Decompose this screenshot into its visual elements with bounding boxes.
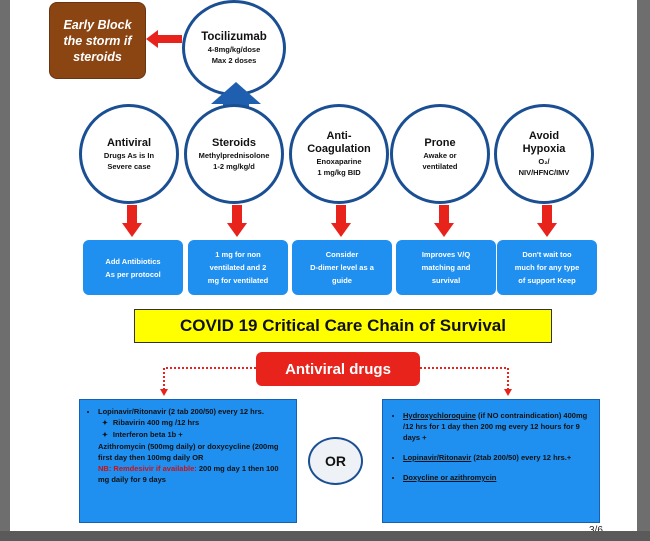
- red-left-arrow-icon: [146, 30, 182, 48]
- tocilizumab-max: Max 2 doses: [211, 55, 257, 65]
- dotted-arrow-left-icon: [160, 367, 256, 396]
- azithromycin-text: Azithromycin (500mg daily) or doxycyclin…: [98, 442, 279, 462]
- box2-line3: mg for ventilated: [207, 276, 269, 285]
- document-page: Early Block the storm if steroids Tocili…: [10, 0, 637, 541]
- remdesivir-dose: 200 mg day 1 then 100 mg daily for 9 day…: [98, 464, 279, 484]
- antiviral-circle: Antiviral Drugs As is In Severe case: [79, 104, 179, 204]
- box2-line1: 1 mg for non: [215, 250, 261, 259]
- avoid-hypoxia-line1: O₂/: [538, 157, 550, 166]
- early-block-line1: Early Block: [63, 17, 132, 32]
- box4-line3: survival: [431, 276, 461, 285]
- ribavirin-text: Ribavirin 400 mg /12 hrs: [112, 418, 200, 427]
- prone-line1: Awake or: [423, 150, 457, 160]
- antiviral-regimen-left-box: Lopinavir/Ritonavir (2 tab 200/50) every…: [79, 399, 297, 523]
- hydroxychloroquine-name: Hydroxychloroquine: [403, 411, 476, 420]
- ribavirin-item: Ribavirin 400 mg /12 hrs: [112, 417, 290, 429]
- lopinavir-right-name: Lopinavir/Ritonavir: [403, 453, 472, 462]
- chain-of-survival-banner: COVID 19 Critical Care Chain of Survival: [134, 309, 552, 343]
- box5-line1: Don't wait too: [522, 250, 572, 259]
- box1-line1: Add Antibiotics: [105, 256, 161, 266]
- steroids-line1: Methylprednisolone: [198, 150, 270, 160]
- hydroxychloroquine-item: Hydroxychloroquine (if NO contraindicati…: [403, 410, 591, 443]
- down-arrow-icon: [227, 205, 247, 237]
- page-number: 3/6: [589, 525, 603, 536]
- support-box: Don't wait too much for any type of suppor…: [497, 240, 597, 295]
- antiviral-line1: Drugs As is In: [103, 150, 155, 160]
- lopinavir-right-dose: (2tab 200/50) every 12 hrs.+: [471, 453, 572, 462]
- interferon-text: Interferon beta 1b +: [112, 430, 183, 439]
- early-block-box: Early Block the storm if steroids: [49, 2, 146, 79]
- anticoagulation-title: Anti-: [326, 130, 352, 142]
- avoid-hypoxia-title2: Hypoxia: [522, 143, 566, 155]
- steroids-title: Steroids: [211, 136, 256, 149]
- prone-circle: Prone Awake or ventilated: [390, 104, 490, 204]
- box4-line2: matching and: [421, 263, 471, 272]
- remdesivir-note: NB: Remdesivir if available:: [98, 464, 197, 473]
- anticoagulation-circle: Anti- Coagulation Enoxaparine 1 mg/kg BI…: [289, 104, 389, 204]
- steroid-dose-box: 1 mg for non ventilated and 2 mg for venti…: [188, 240, 288, 295]
- avoid-hypoxia-line2: NIV/HFNC/IMV: [518, 168, 570, 177]
- avoid-hypoxia-circle: Avoid Hypoxia O₂/ NIV/HFNC/IMV: [494, 104, 594, 204]
- box5-line2: much for any type: [514, 263, 580, 272]
- tocilizumab-circle: Tocilizumab 4-8mg/kg/dose Max 2 doses: [182, 0, 286, 96]
- down-arrow-icon: [434, 205, 454, 237]
- interferon-item: Interferon beta 1b +: [112, 429, 290, 441]
- anticoagulation-line1: Enoxaparine: [316, 157, 362, 166]
- antiviral-line2: Severe case: [107, 161, 151, 171]
- antiviral-drugs-label: Antiviral drugs: [256, 352, 420, 386]
- dotted-arrow-right-icon: [420, 367, 512, 396]
- antiviral-title: Antiviral: [106, 136, 151, 149]
- prone-line2: ventilated: [422, 161, 458, 171]
- early-block-line2: the storm if: [63, 33, 132, 48]
- vq-matching-box: Improves V/Q matching and survival: [396, 240, 496, 295]
- down-arrow-icon: [537, 205, 557, 237]
- early-block-line3: steroids: [73, 49, 122, 64]
- anticoagulation-title2: Coagulation: [307, 143, 371, 155]
- down-arrow-icon: [331, 205, 351, 237]
- down-arrow-icon: [122, 205, 142, 237]
- box3-line3: guide: [331, 276, 352, 285]
- doxycycline-name: Doxycline or azithromycin: [403, 473, 497, 482]
- box3-line1: Consider: [325, 250, 359, 259]
- box4-line1: Improves V/Q: [421, 250, 471, 259]
- hydroxychloroquine-dose: (if NO contraindication) 400mg /12 hrs f…: [403, 411, 588, 442]
- doxycycline-item: Doxycline or azithromycin: [403, 472, 591, 483]
- avoid-hypoxia-title: Avoid: [528, 130, 560, 142]
- tocilizumab-dose: 4-8mg/kg/dose: [207, 44, 261, 54]
- box5-line3: of support Keep: [518, 276, 576, 285]
- antiviral-regimen-right-box: Hydroxychloroquine (if NO contraindicati…: [382, 399, 600, 523]
- lopinavir-right-item: Lopinavir/Ritonavir (2tab 200/50) every …: [403, 452, 591, 463]
- steroids-circle: Steroids Methylprednisolone 1-2 mg/kg/d: [184, 104, 284, 204]
- steroids-line2: 1-2 mg/kg/d: [213, 161, 255, 171]
- lopinavir-item: Lopinavir/Ritonavir (2 tab 200/50) every…: [98, 406, 290, 485]
- anticoagulation-line2: 1 mg/kg BID: [317, 168, 361, 177]
- prone-title: Prone: [424, 136, 456, 149]
- antibiotics-box: Add Antibiotics As per protocol: [83, 240, 183, 295]
- steroids-connector-arrow-icon: [211, 82, 261, 110]
- tocilizumab-title: Tocilizumab: [201, 30, 267, 43]
- viewer-bottom-strip: [0, 531, 650, 541]
- box3-line2: D-dimer level as a: [310, 263, 374, 272]
- box2-line2: ventilated and 2: [209, 263, 267, 272]
- or-circle: OR: [308, 437, 363, 485]
- lopinavir-text: Lopinavir/Ritonavir (2 tab 200/50) every…: [98, 407, 264, 416]
- box1-line2: As per protocol: [105, 269, 161, 279]
